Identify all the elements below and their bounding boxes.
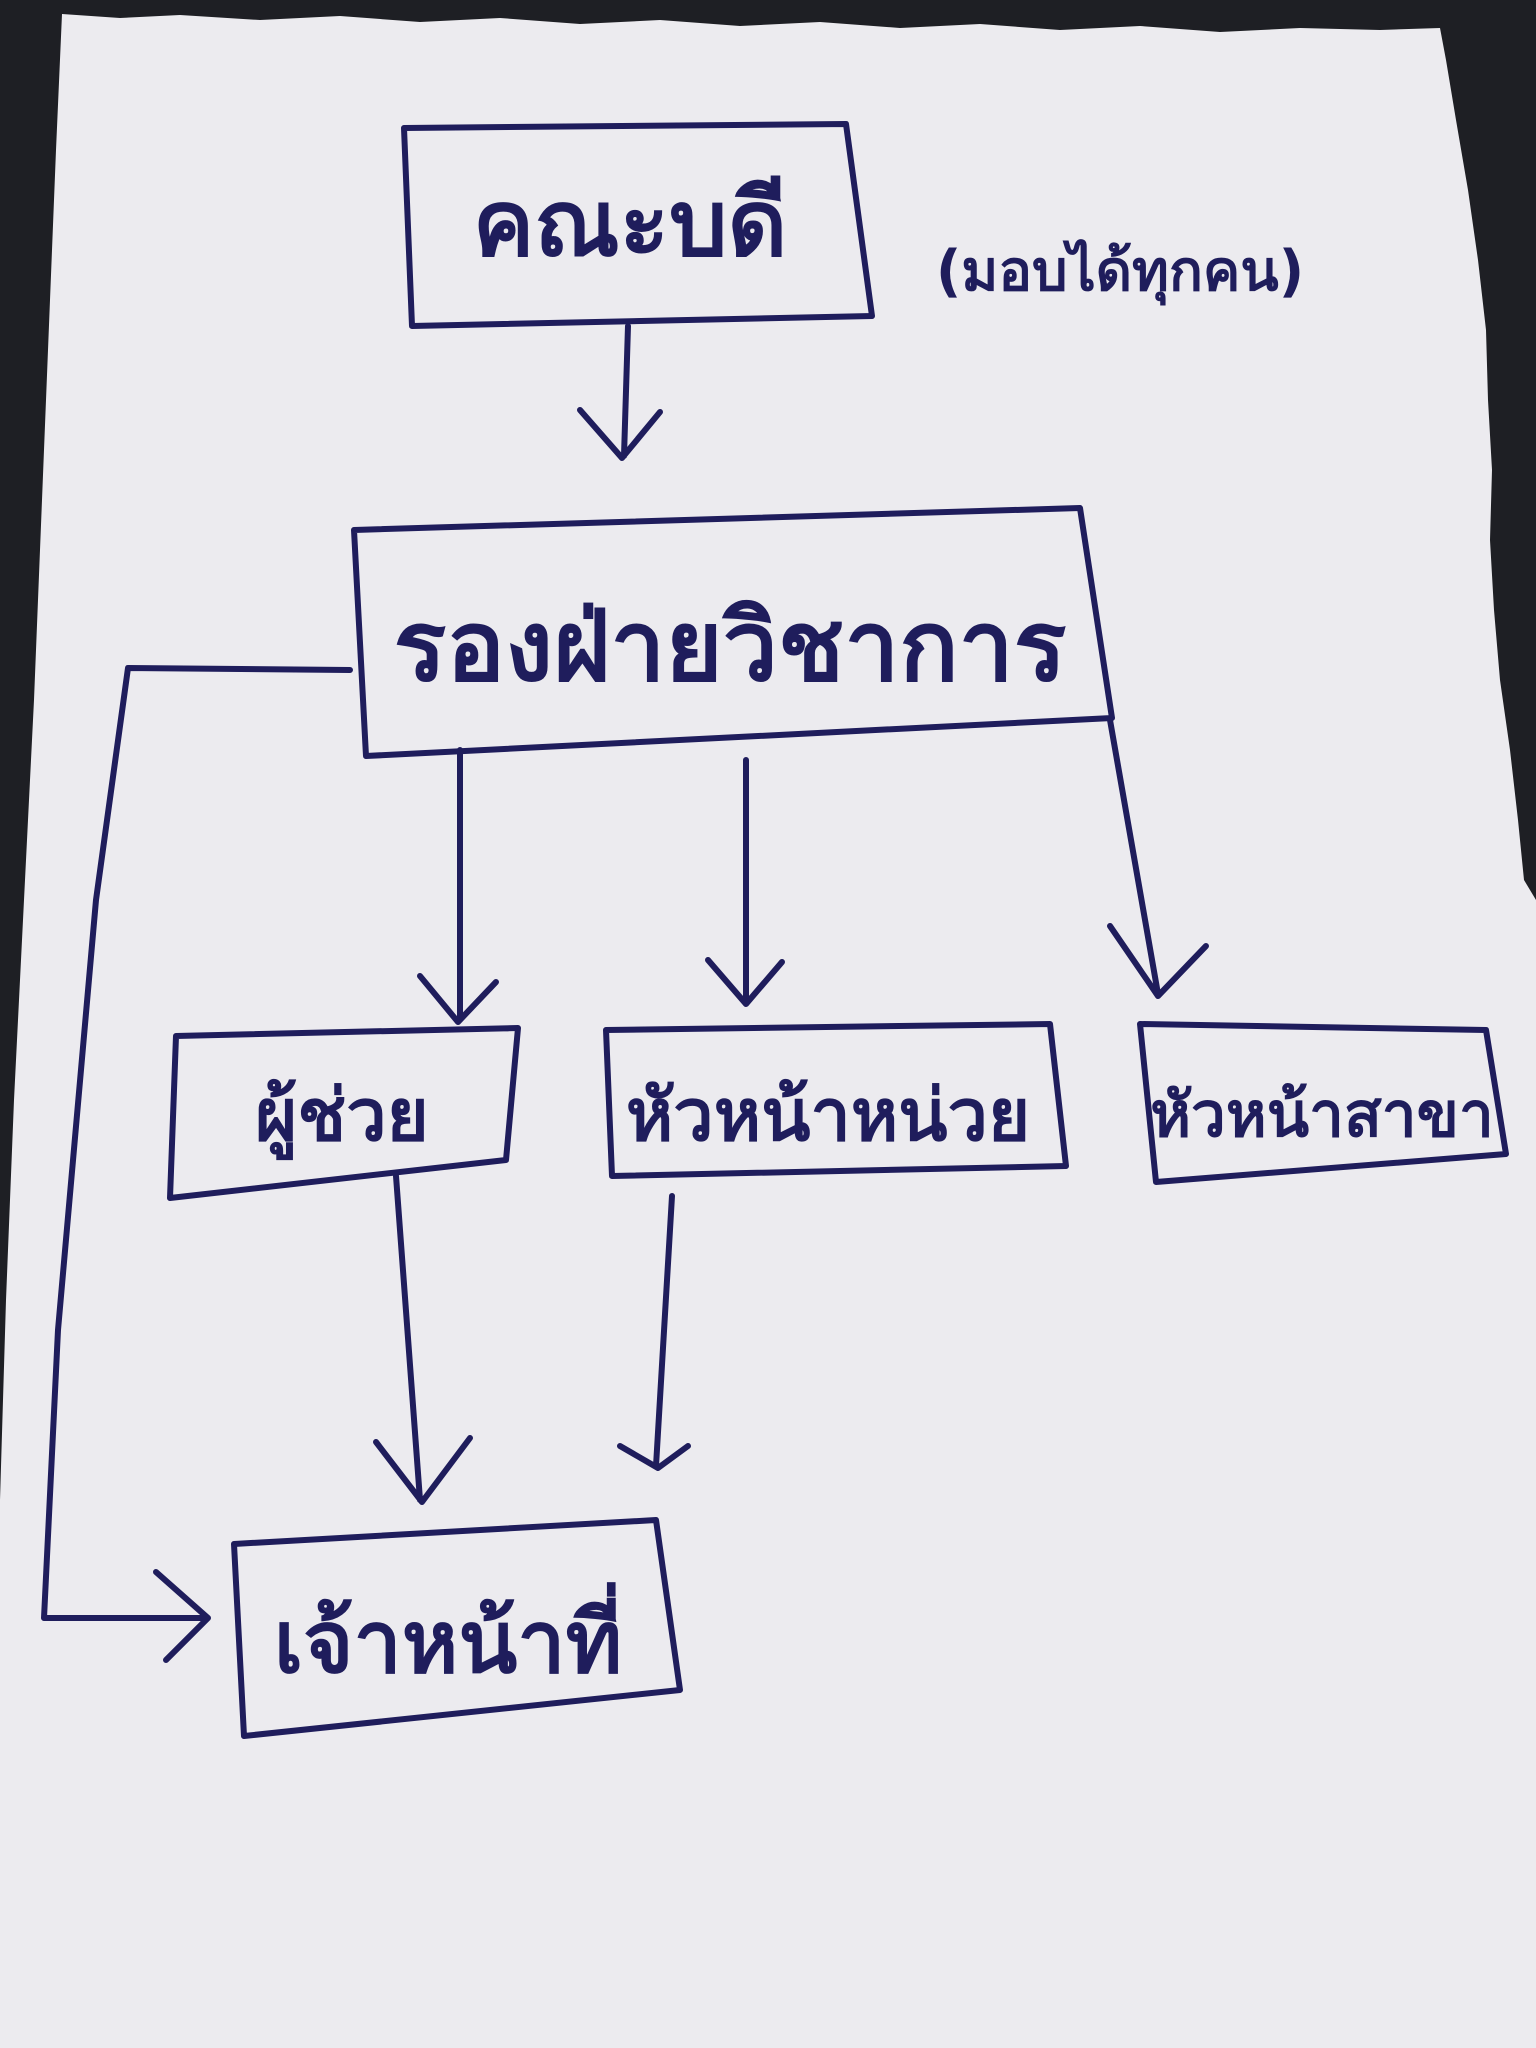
- label-branch-head: หัวหน้าสาขา: [1150, 1078, 1494, 1151]
- label-assistant: ผู้ช่วย: [255, 1073, 429, 1161]
- box-branch-head: [1137, 1021, 1509, 1185]
- box-assistant: [167, 1025, 521, 1201]
- arrow-vice-dean-to-unit-head: [705, 757, 785, 1007]
- label-vice-dean: รองฝ่ายวิชาการ: [394, 590, 1067, 704]
- box-dean: [401, 121, 875, 329]
- box-staff: [231, 1517, 683, 1739]
- arrow-vice-dean-to-staff: [41, 665, 353, 1663]
- arrow-unit-head-to-staff: [617, 1193, 691, 1471]
- arrow-dean-to-vice-dean: [577, 323, 663, 461]
- paper-sheet: [0, 14, 1536, 2048]
- label-note: (มอบได้ทุกคน): [936, 238, 1304, 306]
- box-unit-head: [603, 1021, 1069, 1179]
- label-staff: เจ้าหน้าที่: [274, 1581, 623, 1693]
- label-dean: คณะบดี: [473, 170, 787, 277]
- arrow-vice-dean-to-assistant: [417, 747, 499, 1025]
- arrow-vice-dean-to-branch-head: [1107, 717, 1209, 999]
- arrow-assistant-to-staff: [373, 1173, 473, 1505]
- label-unit-head: หัวหน้าหน่วย: [626, 1073, 1030, 1157]
